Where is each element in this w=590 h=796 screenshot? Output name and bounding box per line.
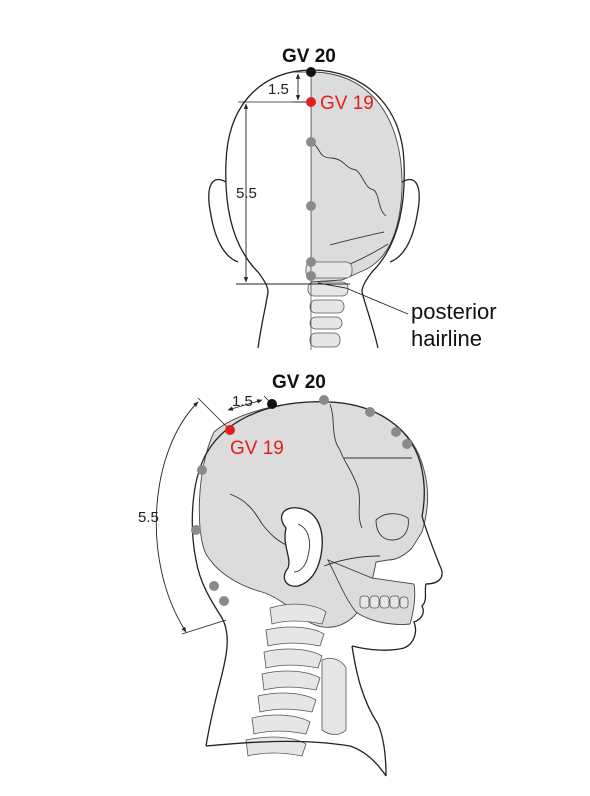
lambdoid-suture: [311, 141, 387, 217]
side-point-h: [219, 596, 229, 606]
side-dim-lower-ext: [181, 619, 227, 635]
side-dim-upper-ext-b: [197, 397, 231, 431]
back-neck-left: [257, 291, 269, 349]
side-dim-upper-label: 1.5: [232, 393, 253, 410]
posterior-hairline-note-line1: posterior: [411, 299, 497, 324]
back-point-3: [306, 137, 316, 147]
side-gv19-label: GV 19: [230, 438, 284, 459]
side-point-f: [191, 525, 201, 535]
side-point-e: [197, 465, 207, 475]
back-left-ear: [208, 178, 239, 263]
side-dim-upper: [227, 399, 263, 411]
side-point-d: [402, 439, 412, 449]
side-point-a: [319, 395, 329, 405]
side-front-neck: [351, 645, 387, 777]
side-ear-inner: [293, 523, 310, 573]
back-dim-upper-label: 1.5: [268, 81, 289, 98]
back-head-outline: [225, 69, 313, 293]
side-teeth: [359, 595, 409, 609]
back-point-5: [306, 257, 316, 267]
posterior-hairline-note-line2: hairline: [411, 326, 482, 351]
side-gv19-point: [225, 425, 235, 435]
hairline-leader-line: [317, 282, 409, 315]
side-dim-lower: [155, 401, 199, 633]
side-face-profile: [329, 401, 443, 651]
back-head-outline-right: [311, 69, 405, 293]
back-gv20-point: [306, 67, 316, 77]
back-point-6: [306, 271, 316, 281]
back-gv20-label: GV 20: [282, 46, 336, 67]
side-orbit: [375, 513, 409, 541]
side-ear: [281, 507, 323, 587]
side-shoulder-line: [205, 740, 387, 777]
side-gv20-label: GV 20: [272, 372, 326, 393]
back-view-figure: 1.5 5.5 GV 20 GV 19 posterior hairline: [208, 46, 497, 351]
side-suture-lambdoid: [229, 493, 289, 547]
side-view-figure: 1.5 5.5 GV 20 GV 19: [138, 372, 443, 777]
back-gv19-label: GV 19: [320, 93, 374, 114]
side-dim-lower-label: 5.5: [138, 509, 159, 526]
side-point-c: [391, 427, 401, 437]
back-point-4: [306, 201, 316, 211]
side-gv20-point: [267, 399, 277, 409]
side-point-g: [209, 581, 219, 591]
back-right-ear: [389, 178, 420, 263]
back-dim-lower-label: 5.5: [236, 185, 257, 202]
back-skull-shading: [311, 71, 403, 283]
side-suture-coronal: [329, 403, 363, 529]
side-zygoma: [323, 555, 381, 567]
back-neck-right: [361, 291, 379, 349]
side-point-b: [365, 407, 375, 417]
back-gv19-point: [306, 97, 316, 107]
